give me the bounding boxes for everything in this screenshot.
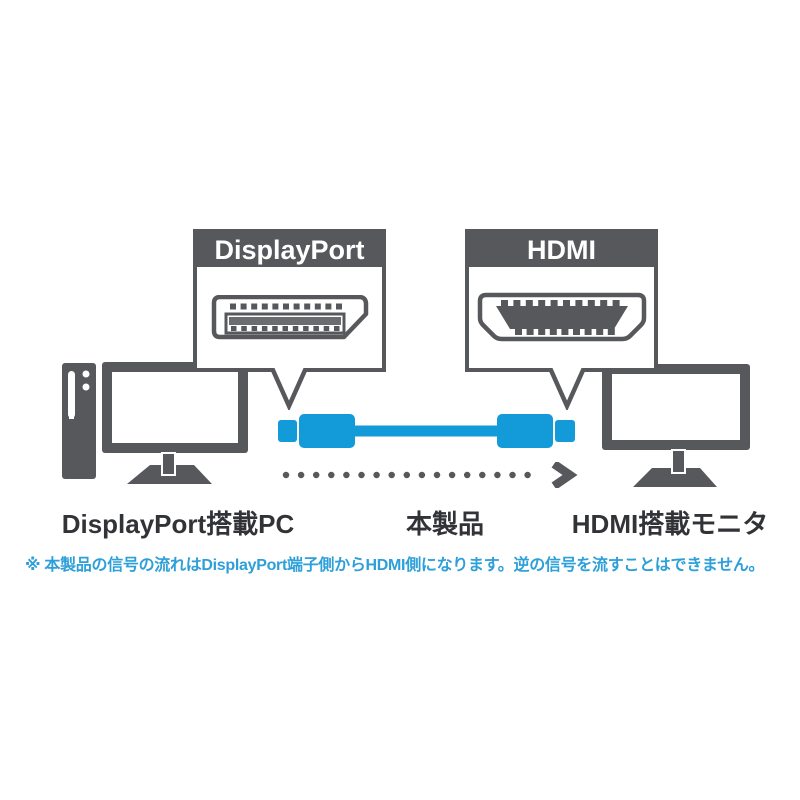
source-monitor-icon [102, 362, 248, 484]
hdmi-callout-title: HDMI [469, 233, 654, 267]
displayport-callout: DisplayPort [193, 229, 386, 372]
displayport-callout-pointer [270, 368, 308, 410]
blue-cable-icon [278, 414, 575, 448]
hdmi-callout: HDMI [465, 229, 658, 372]
displayport-callout-body [197, 267, 382, 368]
dotted-arrow-right-icon [282, 462, 578, 488]
hdmi-callout-body [469, 267, 654, 368]
source-label: DisplayPort搭載PC [61, 509, 295, 539]
destination-label: HDMI搭載モニタ [571, 509, 769, 539]
signal-direction-note: ※ 本製品の信号の流れはDisplayPort端子側からHDMI側になります。逆… [25, 557, 765, 574]
displayport-connector-icon [211, 294, 368, 339]
pc-tower-icon [62, 363, 96, 479]
displayport-callout-title: DisplayPort [197, 233, 382, 267]
hdmi-callout-pointer [548, 368, 586, 410]
hdmi-connector-icon [477, 292, 646, 341]
product-label: 本製品 [405, 509, 484, 539]
destination-monitor-icon [602, 364, 750, 487]
